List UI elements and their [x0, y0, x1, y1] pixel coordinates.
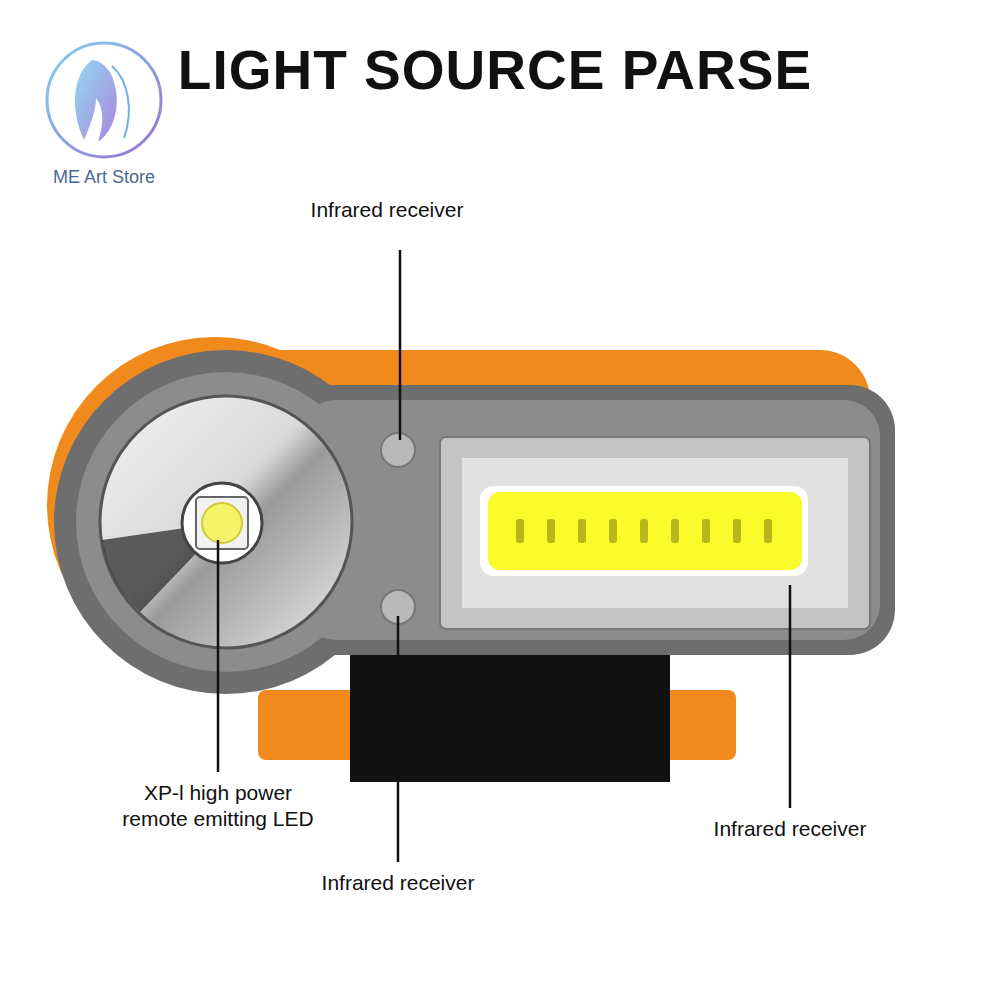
led-ring: [182, 483, 262, 563]
cob-chips: [516, 519, 772, 543]
watermark: ME Art Store: [53, 166, 155, 189]
led-chip: [196, 497, 248, 549]
led-emitter: [202, 503, 242, 543]
leader-lines: [218, 250, 790, 862]
part-label: Infrared receiver: [714, 816, 867, 842]
reflector: [100, 396, 352, 648]
cob-frame: [440, 437, 870, 629]
part-label: Infrared receiver: [322, 870, 475, 896]
cob-border: [480, 486, 808, 576]
part-label: Infrared receiver: [311, 197, 464, 223]
grey-housing: [54, 350, 895, 694]
cob-led-strip: [488, 492, 802, 570]
page-title: LIGHT SOURCE PARSE: [178, 38, 812, 102]
part-label: XP-l high power remote emitting LED: [111, 780, 326, 833]
store-logo: [47, 43, 161, 157]
ir-sensor: [381, 433, 415, 467]
grey-face: [76, 372, 880, 672]
